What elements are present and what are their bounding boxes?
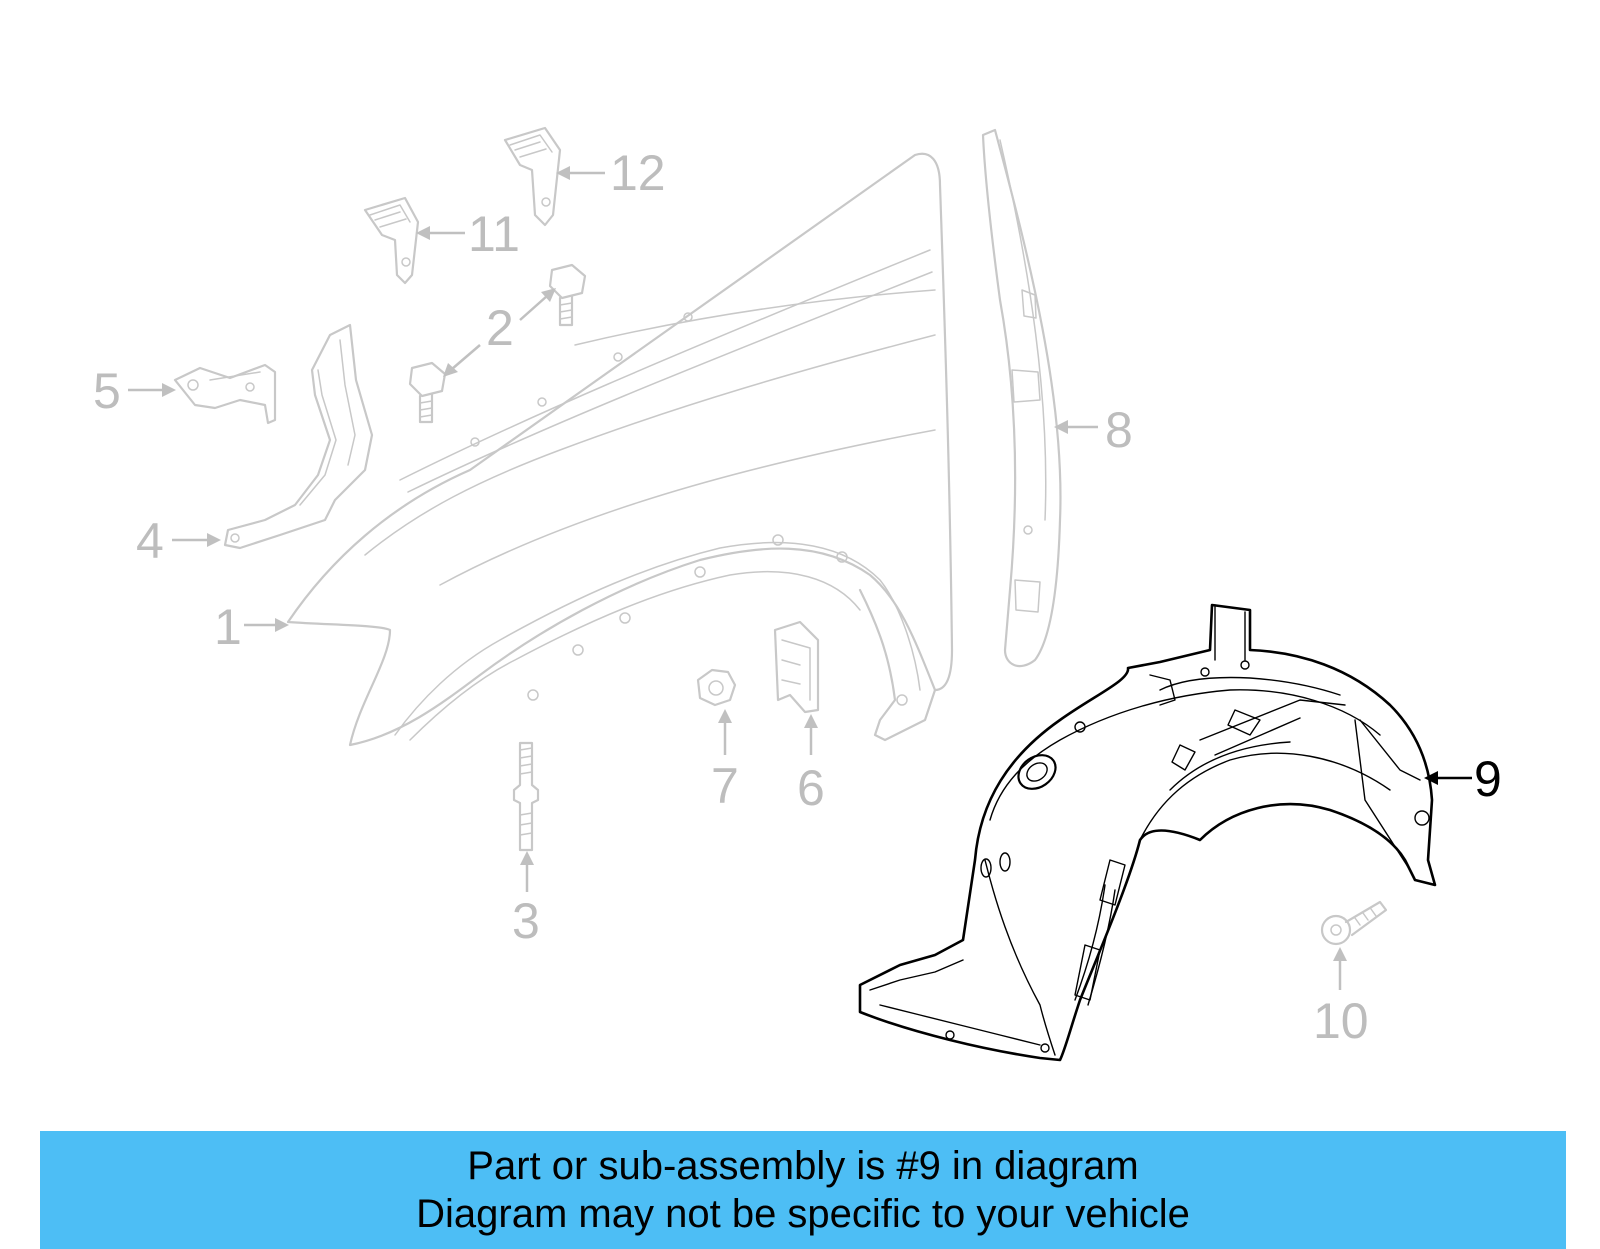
callout-1: 1 (214, 599, 242, 655)
callout-2: 2 (486, 300, 514, 356)
part-10-screw (1320, 900, 1388, 946)
callout-4: 4 (136, 513, 164, 569)
callout-11: 11 (468, 206, 520, 262)
banner-line-1: Part or sub-assembly is #9 in diagram (467, 1144, 1139, 1188)
part-8-bracket (981, 128, 1062, 668)
callout-6: 6 (797, 760, 825, 816)
part-2-bolts (408, 263, 587, 424)
callout-labels: 12 11 2 5 4 1 8 7 6 3 10 9 (93, 145, 1502, 1049)
part-1-fender (286, 152, 954, 747)
part-11-clip (363, 196, 420, 285)
banner-line-2: Diagram may not be specific to your vehi… (416, 1192, 1190, 1236)
info-banner: Part or sub-assembly is #9 in diagram Di… (40, 1131, 1566, 1249)
part-12-clip (503, 126, 562, 227)
callout-12: 12 (610, 145, 666, 201)
callout-9: 9 (1474, 751, 1502, 807)
callout-3: 3 (512, 893, 540, 949)
part-4-bracket (223, 323, 374, 550)
callout-10: 10 (1313, 993, 1369, 1049)
callout-8: 8 (1105, 402, 1133, 458)
fender-liner-shape[interactable] (858, 603, 1437, 1062)
part-9-fender-liner[interactable] (858, 603, 1437, 1062)
part-7-nut (696, 668, 737, 707)
part-5-bracket (173, 363, 277, 425)
part-6-clip (773, 620, 820, 714)
callout-7: 7 (711, 758, 739, 814)
callout-5: 5 (93, 363, 121, 419)
part-3-stud (512, 741, 540, 852)
callout-arrows (128, 166, 1472, 990)
